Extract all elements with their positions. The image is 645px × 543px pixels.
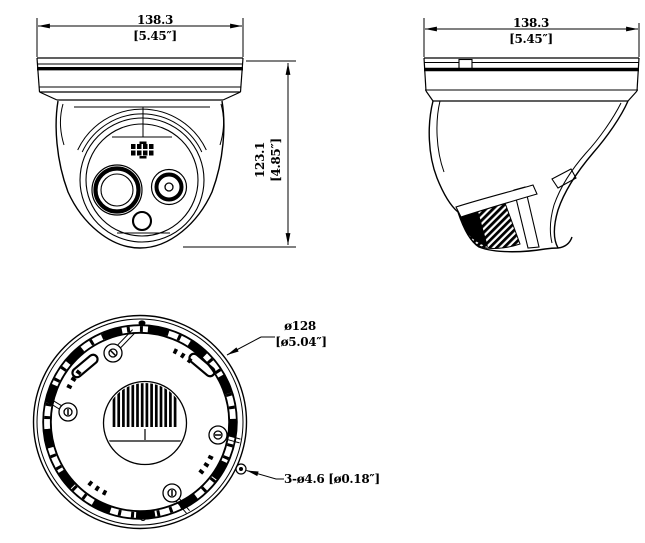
bottom-diameter-label-mm: ø128	[284, 319, 316, 333]
outer-flange	[32, 314, 248, 530]
side-width-dim-mm: 138.3	[513, 16, 549, 30]
front-height-dim-mm: 123.1	[253, 142, 267, 178]
rim-hole-bottom	[139, 514, 147, 522]
screw-right	[208, 425, 241, 445]
front-view: 138.3 [5.45″] 123.1 [4.85″]	[36, 13, 296, 249]
screw-bottom	[162, 483, 190, 514]
front-height-dim-in: [4.85″]	[269, 138, 283, 182]
diameter-leader	[226, 336, 275, 356]
rim-notch-top	[138, 320, 146, 326]
mount-holes-leader	[246, 470, 284, 480]
front-width-dim-in: [5.45″]	[133, 29, 177, 43]
front-mic-grid-icon	[131, 141, 154, 159]
mount-holes-label: 3-ø4.6 [ø0.18″]	[284, 472, 380, 486]
side-base	[423, 57, 640, 102]
front-height-dimension	[183, 60, 296, 248]
screw-left	[48, 398, 78, 422]
front-thermal-lens	[91, 164, 143, 216]
side-width-dim-in: [5.45″]	[509, 32, 553, 46]
front-ball	[55, 100, 225, 249]
front-width-dimension	[36, 18, 244, 57]
front-optical-lens	[150, 168, 188, 206]
side-width-dimension	[423, 18, 640, 57]
vent-slot-left	[71, 353, 99, 379]
bottom-diameter-label-in: [ø5.04″]	[275, 335, 327, 349]
heat-sink	[102, 380, 188, 466]
front-illuminator	[131, 210, 153, 232]
vent-slot-right	[188, 352, 216, 378]
front-base	[36, 57, 244, 101]
front-width-dim-mm: 138.3	[137, 13, 173, 27]
bottom-view: ø128 [ø5.04″] 3-ø4.6 [ø0.18″]	[32, 314, 380, 530]
side-ball	[428, 100, 629, 253]
screw-top	[103, 329, 136, 363]
mount-hole	[235, 463, 247, 475]
side-view: 138.3 [5.45″]	[423, 16, 640, 253]
slot-ring	[42, 324, 238, 520]
